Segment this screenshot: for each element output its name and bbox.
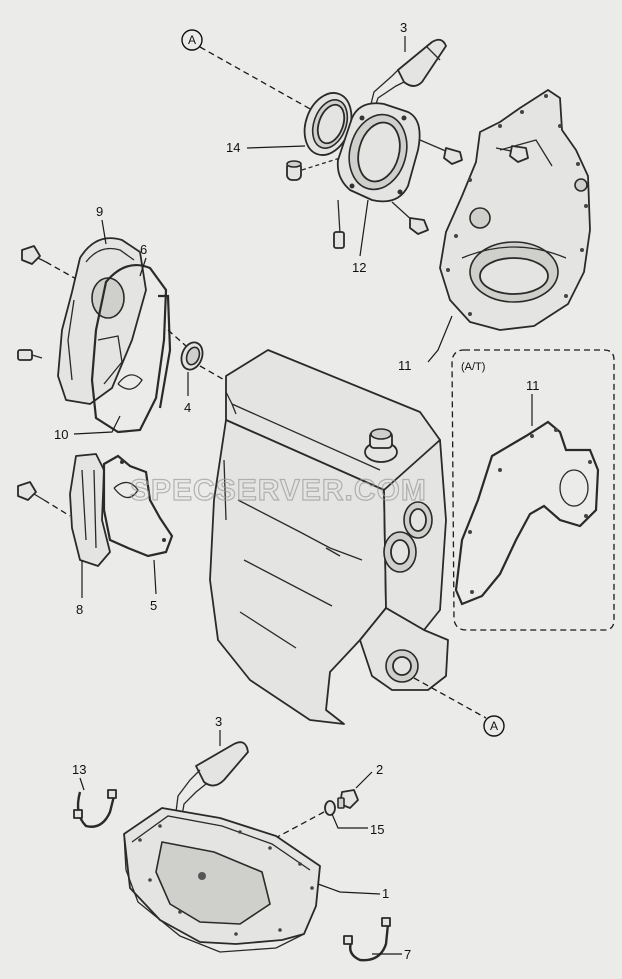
bolt-housing-upper [419, 139, 463, 165]
leader-2 [355, 771, 373, 789]
callout-13: 13 [72, 762, 86, 777]
callout-2: 2 [376, 762, 383, 777]
pin-dash [301, 157, 341, 171]
timing-cover-gasket-part-6 [90, 264, 172, 434]
bolt-housing-lower [391, 201, 429, 235]
callout-11-at: 11 [526, 378, 540, 393]
reference-dashed-line-top [199, 46, 313, 111]
dowel-pin [286, 160, 302, 181]
callout-3-bottom: 3 [215, 714, 222, 729]
dashed-cover-to-seal [167, 329, 187, 347]
callout-10: 10 [54, 427, 68, 442]
oil-pan-part-1 [123, 807, 321, 953]
small-fitting [17, 349, 43, 361]
engine-block [209, 349, 449, 725]
automatic-transmission-box: (A/T) [451, 349, 615, 631]
leader-9 [101, 219, 107, 245]
drain-plug-part-2 [337, 789, 359, 809]
sealant-tube-part-3-top [369, 38, 447, 111]
seal-strip-part-13 [73, 789, 117, 828]
reference-dashed-line-lower [413, 677, 487, 719]
callout-3-top: 3 [400, 20, 407, 35]
at-rear-plate-part-11 [454, 420, 600, 606]
callout-9: 9 [96, 204, 103, 219]
drain-gasket-part-15 [324, 800, 336, 816]
leader-5 [153, 559, 157, 595]
bolt-cover-lower [17, 481, 71, 517]
leader-11-main [427, 315, 453, 363]
rear-end-plate-part-11 [439, 89, 591, 331]
at-box-label: (A/T) [461, 361, 485, 373]
timing-belt-cover-upper-part-9 [57, 237, 147, 405]
leader-14 [246, 145, 306, 149]
callout-8: 8 [76, 602, 83, 617]
watermark: SPECSERVER.COM [130, 474, 427, 507]
leader-15 [331, 813, 368, 829]
callout-15: 15 [370, 822, 384, 837]
reference-mark-label: A [188, 33, 196, 47]
callout-7: 7 [404, 947, 411, 962]
sealant-tube-part-3-bottom [175, 741, 249, 817]
leader-10 [73, 415, 121, 435]
front-oil-seal-part-4 [180, 341, 204, 371]
callout-5: 5 [150, 598, 157, 613]
callout-4: 4 [184, 400, 191, 415]
reference-mark-a-lower: A [483, 715, 505, 737]
timing-cover-lower-gasket-part-5 [102, 454, 174, 558]
callout-11-main: 11 [398, 358, 412, 373]
callout-12: 12 [352, 260, 366, 275]
bolt-cover-top [21, 245, 79, 281]
leader-6 [139, 257, 147, 277]
callout-14: 14 [226, 140, 240, 155]
reference-mark-label: A [490, 719, 498, 733]
bolt-housing-left [333, 199, 345, 249]
timing-belt-cover-lower-part-8 [69, 453, 111, 567]
leader-12 [359, 199, 369, 257]
callout-1: 1 [382, 886, 389, 901]
callout-6: 6 [140, 242, 147, 257]
reference-mark-a-top: A [181, 29, 203, 51]
leader-13 [79, 777, 85, 791]
seal-strip-part-7 [343, 917, 391, 962]
oil-seal-housing-part-12 [336, 102, 421, 203]
bolt-rear-plate [495, 145, 529, 163]
dashed-seal-to-block [199, 365, 229, 383]
leader-1 [317, 883, 381, 895]
